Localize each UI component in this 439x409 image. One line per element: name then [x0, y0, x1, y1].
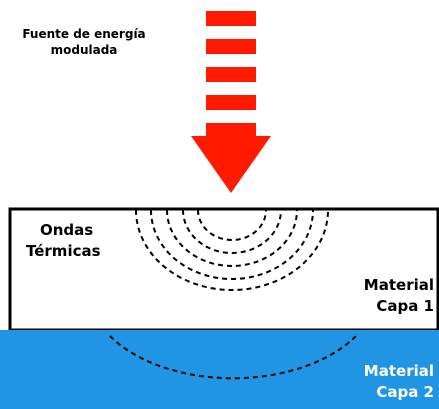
wave-ring: [166, 209, 298, 267]
arrow-stripe: [206, 67, 256, 82]
thermal-waves: [109, 209, 357, 380]
material-layer-1: [8, 207, 439, 332]
thermal-waves-label-line2: Térmicas: [26, 242, 101, 260]
thermal-waves-label-line1: Ondas: [40, 221, 93, 239]
layer2-label-line2: Capa 2: [376, 383, 434, 401]
source-label-line2: modulada: [51, 43, 118, 57]
layer1-label-line1: Material: [364, 276, 434, 294]
energy-arrow: [191, 11, 271, 193]
arrow-stripe: [206, 11, 256, 26]
layer1-label-line2: Capa 1: [376, 297, 434, 315]
wave-ring: [182, 209, 282, 254]
material-layer-2: [0, 330, 439, 409]
arrow-stripe: [206, 39, 256, 54]
wave-ring: [135, 209, 329, 291]
source-label-line1: Fuente de energía: [22, 27, 145, 41]
arrow-head: [191, 136, 271, 193]
arrow-stripe: [206, 95, 256, 110]
wave-ring: [197, 209, 267, 241]
layer2-label-line1: Material: [364, 362, 434, 380]
wave-ring: [150, 209, 314, 280]
arrow-stripe: [206, 123, 256, 138]
